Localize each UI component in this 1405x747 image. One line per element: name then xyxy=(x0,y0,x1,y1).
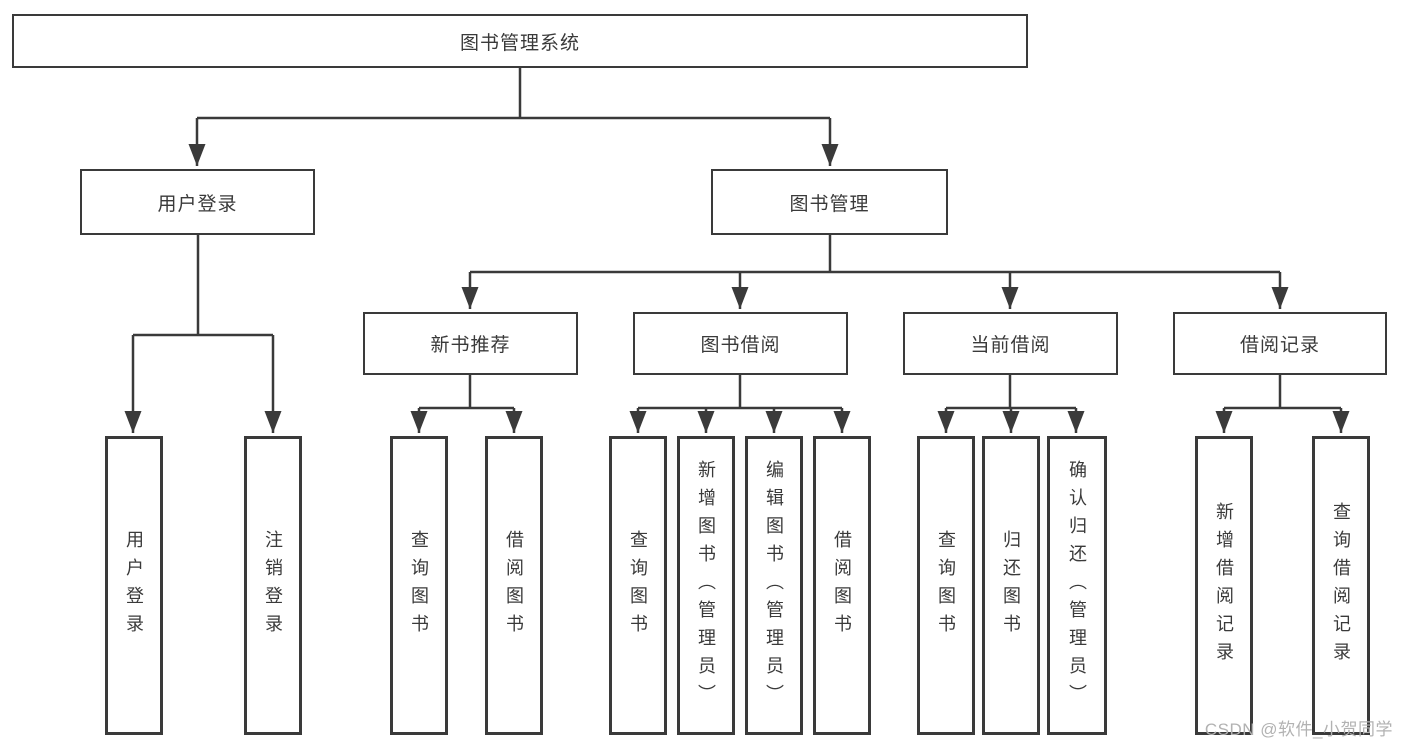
leaf-query-books-recommend: 查询图书 xyxy=(390,436,448,735)
leaf-query-books-borrow: 查询图书 xyxy=(609,436,667,735)
leaf-borrow-book: 借阅图书 xyxy=(813,436,871,735)
leaf-edit-book-admin: 编辑图书（管理员） xyxy=(745,436,803,735)
csdn-watermark: CSDN @软件_小贺同学 xyxy=(1204,720,1393,739)
leaf-logout: 注销登录 xyxy=(244,436,302,735)
leaf-confirm-return-admin: 确认归还（管理员） xyxy=(1047,436,1107,735)
node-new-book-recommendation: 新书推荐 xyxy=(363,312,578,375)
node-borrowing-records: 借阅记录 xyxy=(1173,312,1387,375)
node-book-borrowing: 图书借阅 xyxy=(633,312,848,375)
leaf-add-borrow-record: 新增借阅记录 xyxy=(1195,436,1253,735)
node-book-management: 图书管理 xyxy=(711,169,948,235)
leaf-return-book: 归还图书 xyxy=(982,436,1040,735)
leaf-user-login: 用户登录 xyxy=(105,436,163,735)
node-current-borrowing: 当前借阅 xyxy=(903,312,1118,375)
leaf-add-book-admin: 新增图书（管理员） xyxy=(677,436,735,735)
node-user-login: 用户登录 xyxy=(80,169,315,235)
node-root-system: 图书管理系统 xyxy=(12,14,1028,68)
leaf-query-books-current: 查询图书 xyxy=(917,436,975,735)
leaf-borrow-books-recommend: 借阅图书 xyxy=(485,436,543,735)
leaf-query-borrow-record: 查询借阅记录 xyxy=(1312,436,1370,735)
